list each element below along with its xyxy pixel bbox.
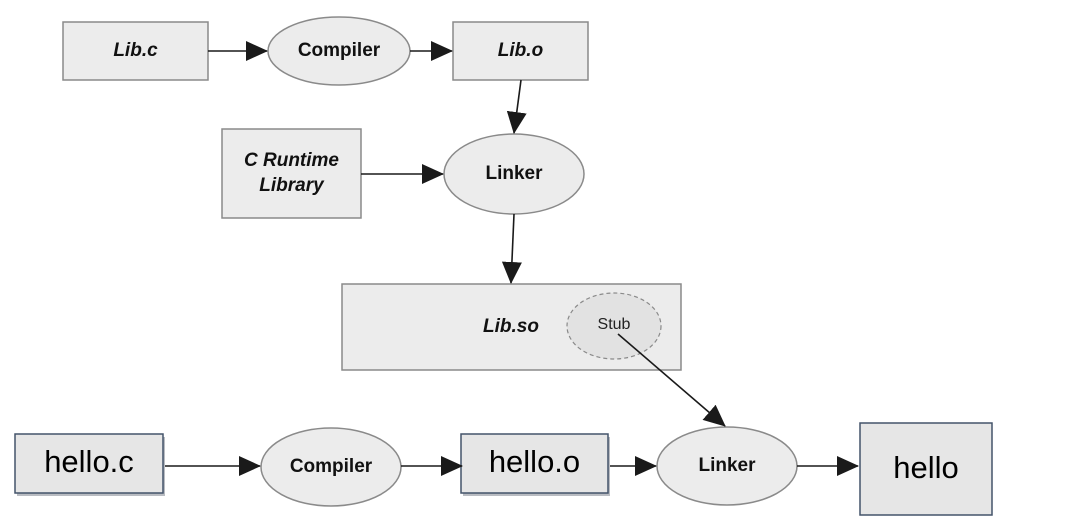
hello-label: hello	[893, 450, 959, 485]
hello-o-label: hello.o	[489, 444, 580, 479]
hello-c-box	[14, 433, 164, 494]
c-runtime-box	[221, 128, 362, 219]
lib-o-box	[452, 21, 589, 81]
stub-label: Stub	[598, 316, 631, 333]
c-runtime-label-line2: Library	[259, 175, 325, 196]
arrow-stub-to-linker	[617, 333, 726, 427]
hello-o-box	[460, 433, 609, 494]
lib-c-box	[62, 21, 209, 81]
hello-box	[859, 422, 993, 516]
hello-c-label: hello.c	[44, 444, 134, 479]
arrow-libo-to-linker	[506, 79, 527, 134]
stub-node	[566, 292, 662, 360]
lib-so-label: Lib.so	[483, 316, 539, 337]
lib-o-label: Lib.o	[498, 40, 543, 61]
compiler-top-label: Compiler	[298, 40, 381, 61]
linker-top-label: Linker	[485, 163, 543, 184]
lib-c-label: Lib.c	[113, 40, 158, 61]
arrow-linker-to-libso	[501, 213, 522, 284]
c-runtime-label-line1: C Runtime	[244, 150, 339, 171]
compiler-bottom-node	[260, 427, 402, 507]
linker-bottom-label: Linker	[698, 455, 756, 476]
compiler-bottom-label: Compiler	[290, 456, 373, 477]
